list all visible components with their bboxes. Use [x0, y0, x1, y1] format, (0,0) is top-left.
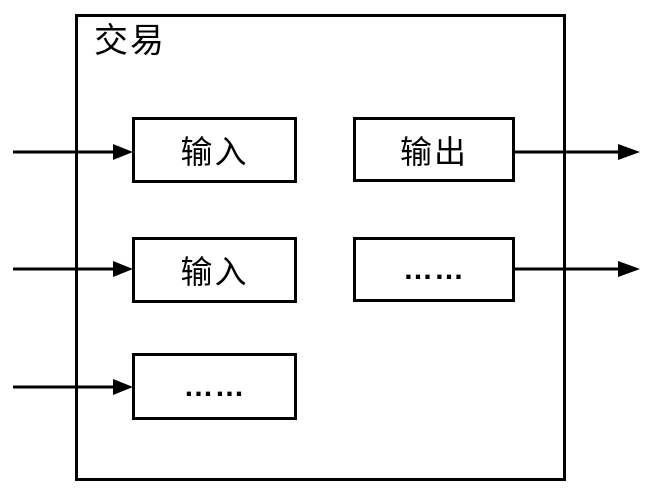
- input-box-ellipsis: ……: [132, 353, 297, 420]
- input-box-2: 输入: [132, 237, 297, 303]
- output-box-ellipsis-label: ……: [403, 252, 465, 286]
- transaction-title: 交易: [94, 22, 166, 60]
- input-box-1: 输入: [132, 117, 297, 183]
- output-box-1: 输出: [353, 117, 515, 182]
- transaction-box: 交易: [75, 14, 566, 481]
- input-box-1-label: 输入: [180, 134, 249, 170]
- input-box-2-label: 输入: [180, 254, 249, 290]
- output-box-ellipsis: ……: [353, 237, 515, 302]
- output-box-1-label: 输出: [399, 133, 468, 170]
- input-box-ellipsis-label: ……: [183, 369, 246, 403]
